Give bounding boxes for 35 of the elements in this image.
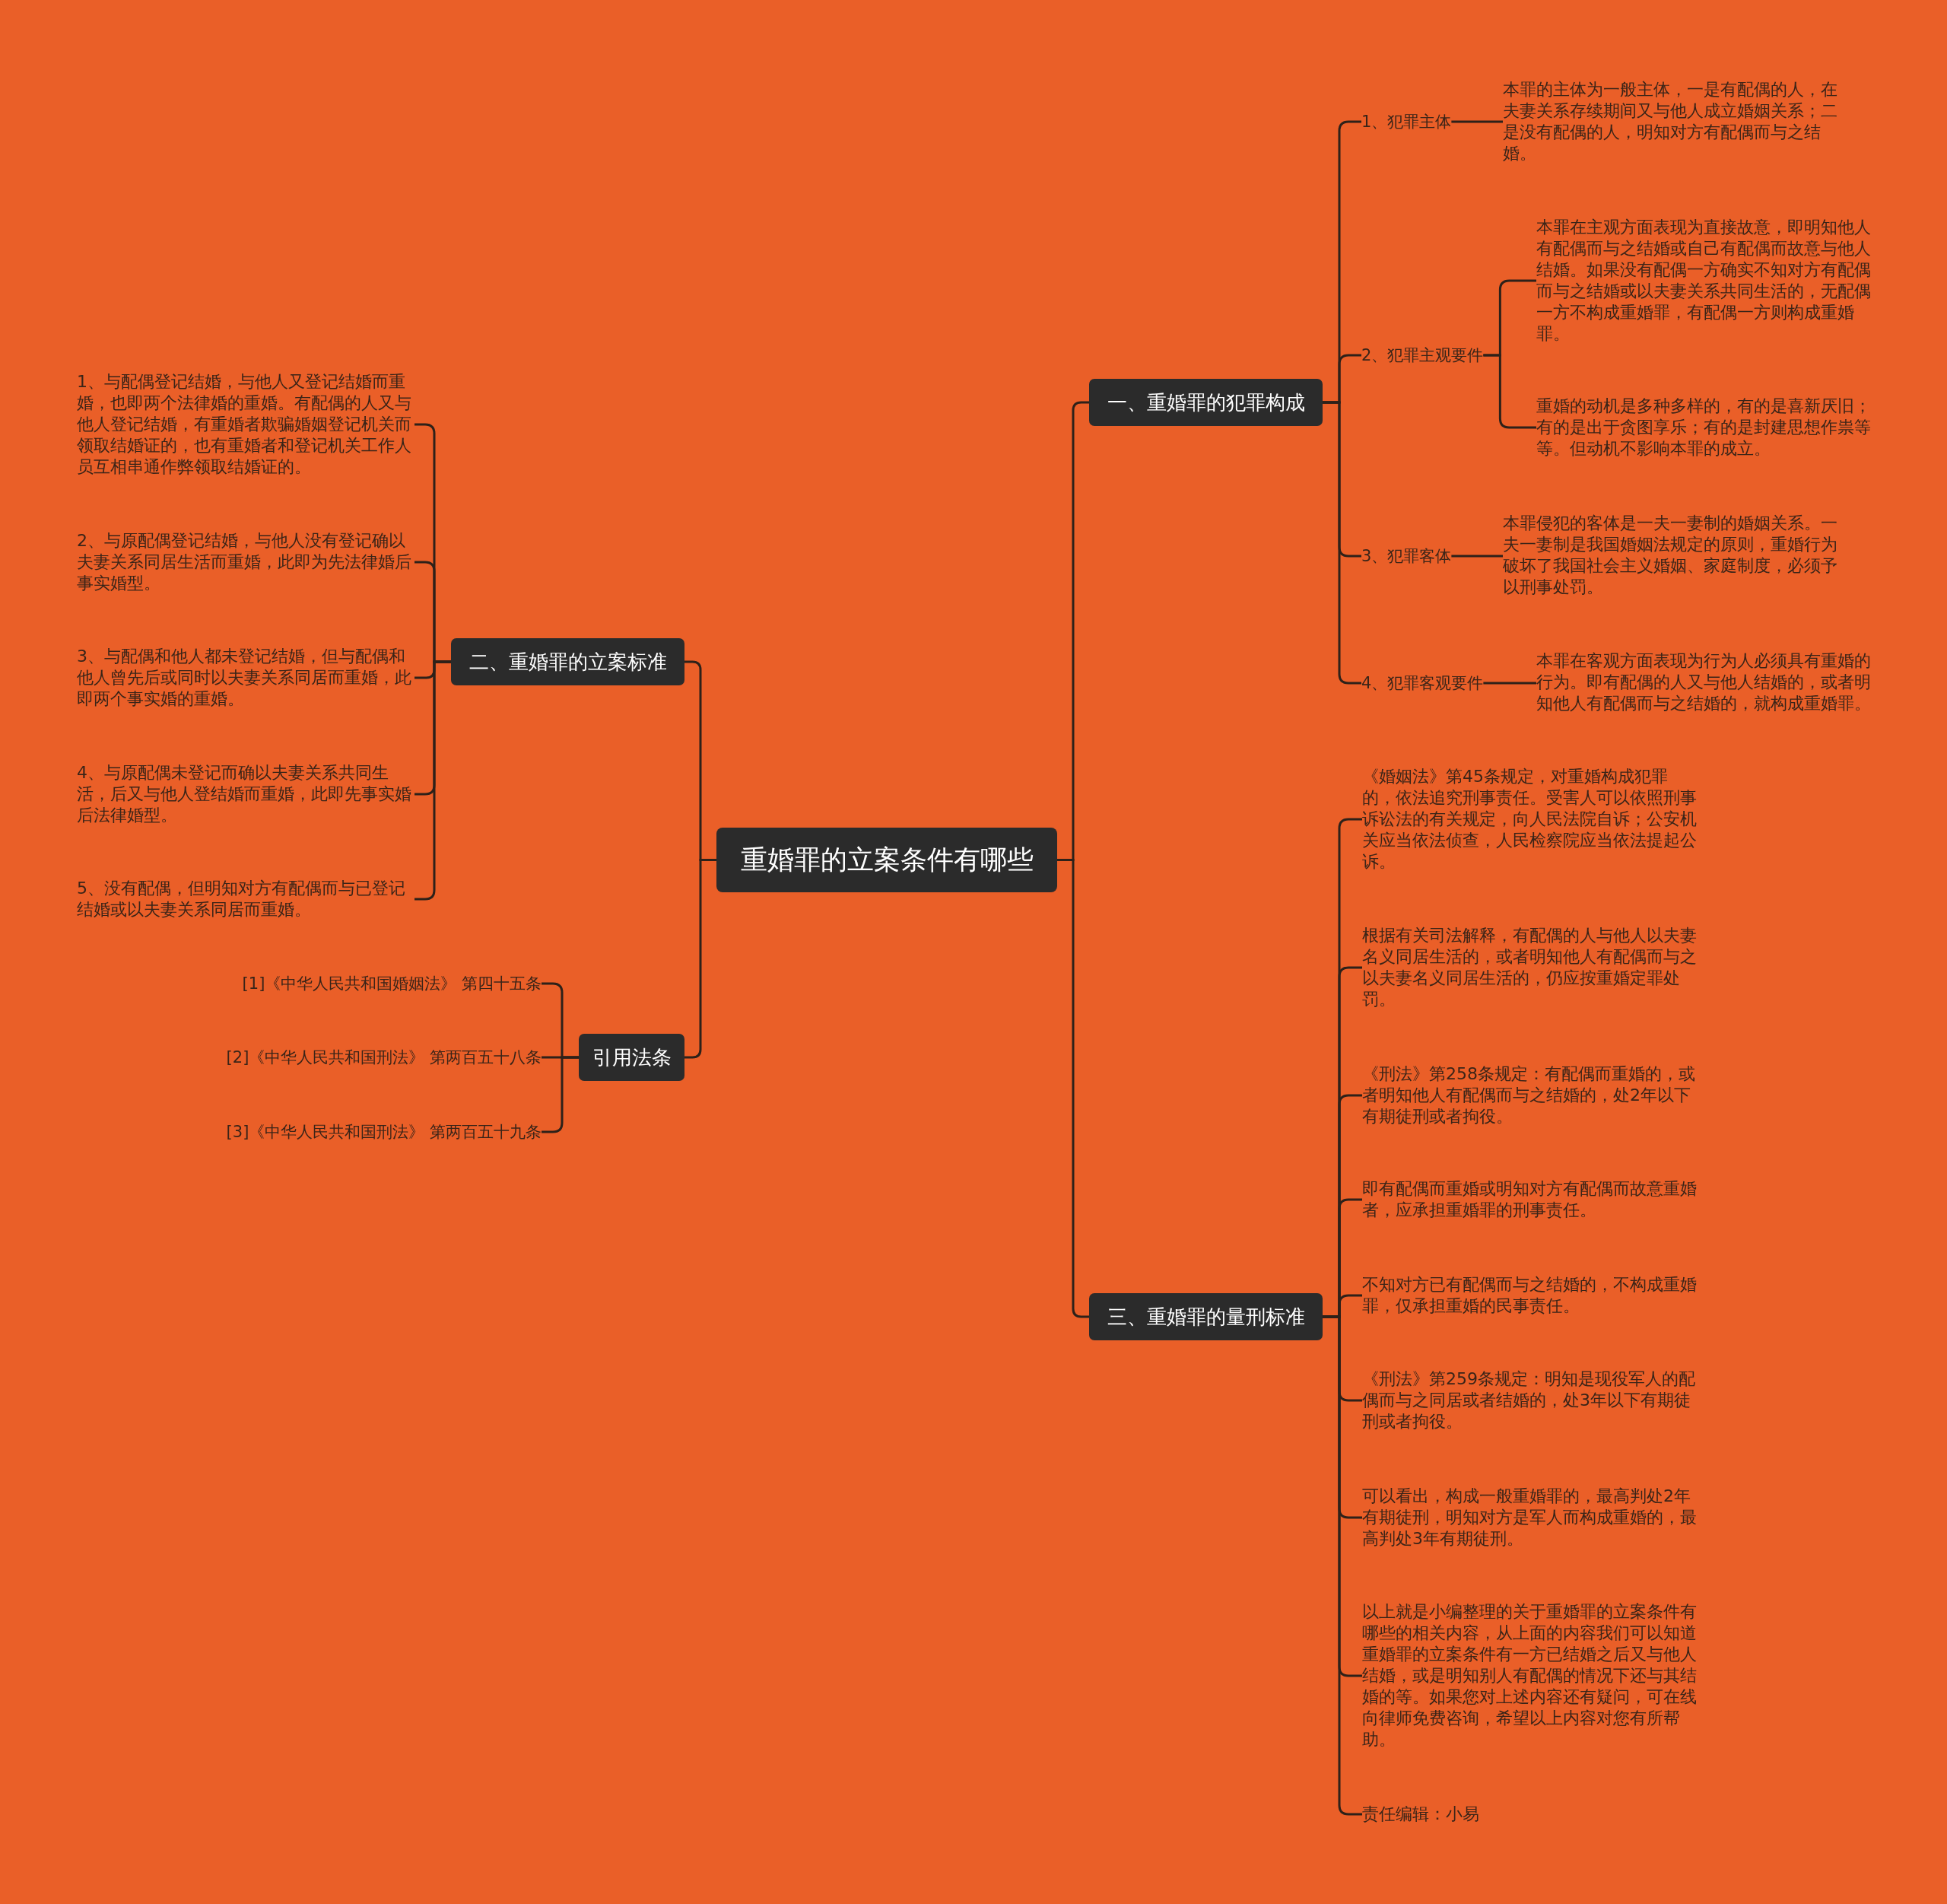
note-text: 即有配偶而重婚或明知对方有配偶而故意重婚者，应承担重婚罪的刑事责任。: [1362, 1178, 1700, 1221]
topic-label: 4、犯罪客观要件: [1361, 672, 1484, 694]
note-text: 4、与原配偶未登记而确以夫妻关系共同生活，后又与他人登结婚而重婚，此即先事实婚后法律婚型。: [77, 762, 414, 826]
note-text: 重婚的动机是多种多样的，有的是喜新厌旧；有的是出于贪图享乐；有的是封建思想作祟等等。但动机不影响本罪的成立。: [1536, 396, 1874, 459]
note-text: 责任编辑：小易: [1362, 1804, 1700, 1825]
note-text: 5、没有配偶，但明知对方有配偶而与已登记结婚或以夫妻关系同居而重婚。: [77, 878, 414, 920]
note-text: 不知对方已有配偶而与之结婚的，不构成重婚罪，仅承担重婚的民事责任。: [1362, 1274, 1700, 1317]
note-text: 3、与配偶和他人都未登记结婚，但与配偶和他人曾先后或同时以夫妻关系同居而重婚，此即两个事实婚的重婚。: [77, 646, 414, 710]
note-text: 根据有关司法解释，有配偶的人与他人以夫妻名义同居生活的，或者明知他人有配偶而与之以夫妻名义同居生活的，仍应按重婚定罪处罚。: [1362, 925, 1700, 1010]
topic-label: 3、犯罪客体: [1361, 545, 1452, 567]
citation-text: [3]《中华人民共和国刑法》 第两百五十九条: [226, 1121, 542, 1143]
note-text: 本罪的主体为一般主体，一是有配偶的人，在夫妻关系存续期间又与他人成立婚姻关系；二是没有配偶的人，明知对方有配偶而与之结婚。: [1503, 79, 1841, 164]
topic-box: 引用法条: [579, 1034, 684, 1081]
note-text: 《婚姻法》第45条规定，对重婚构成犯罪的，依法追究刑事责任。受害人可以依照刑事诉讼法的有关规定，向人民法院自诉；公安机关应当依法侦查，人民检察院应当依法提起公诉。: [1362, 766, 1700, 873]
citation-text: [2]《中华人民共和国刑法》 第两百五十八条: [226, 1047, 542, 1068]
note-text: 2、与原配偶登记结婚，与他人没有登记确以夫妻关系同居生活而重婚，此即为先法律婚后事实婚型。: [77, 530, 414, 594]
note-text: 1、与配偶登记结婚，与他人又登记结婚而重婚，也即两个法律婚的重婚。有配偶的人又与他人登记结婚，有重婚者欺骗婚姻登记机关而领取结婚证的，也有重婚者和登记机关工作人员互相串通作弊领取结婚证的。: [77, 371, 414, 478]
note-text: 本罪在主观方面表现为直接故意，即明知他人有配偶而与之结婚或自己有配偶而故意与他人结婚。如果没有配偶一方确实不知对方有配偶而与之结婚或以夫妻关系共同生活的，无配偶一方不构成重婚罪，有配偶一方则构成重婚罪。: [1536, 217, 1874, 345]
connector-line: [1483, 354, 1536, 429]
note-text: 本罪在客观方面表现为行为人必须具有重婚的行为。即有配偶的人又与他人结婚的，或者明知他人有配偶而与之结婚的，就构成重婚罪。: [1536, 650, 1874, 714]
connector-line: [1451, 120, 1503, 123]
note-text: 以上就是小编整理的关于重婚罪的立案条件有哪些的相关内容，从上面的内容我们可以知道重婚罪的立案条件有一方已结婚之后又与他人结婚，或是明知别人有配偶的情况下还与其结婚的等。如果您对上述内容还有疑问，可在线向律师免费咨询，希望以上内容对您有所帮助。: [1362, 1601, 1700, 1750]
note-text: 《刑法》第258条规定：有配偶而重婚的，或者明知他人有配偶而与之结婚的，处2年以下有期徒刑或者拘役。: [1362, 1063, 1700, 1127]
central-topic-box: 重婚罪的立案条件有哪些: [716, 828, 1057, 892]
note-text: 《刑法》第259条规定：明知是现役军人的配偶而与之同居或者结婚的，处3年以下有期徒刑或者拘役。: [1362, 1368, 1700, 1432]
note-text: 本罪侵犯的客体是一夫一妻制的婚姻关系。一夫一妻制是我国婚姻法规定的原则，重婚行为破坏了我国社会主义婚姻、家庭制度，必须予以刑事处罚。: [1503, 513, 1841, 598]
topic-box: 二、重婚罪的立案标准: [451, 638, 684, 685]
topic-label: 2、犯罪主观要件: [1361, 345, 1484, 366]
topic-box: 一、重婚罪的犯罪构成: [1089, 379, 1323, 426]
topic-label: 1、犯罪主体: [1361, 111, 1452, 132]
citation-text: [1]《中华人民共和国婚姻法》 第四十五条: [242, 973, 542, 994]
topic-box: 三、重婚罪的量刑标准: [1089, 1293, 1323, 1340]
note-text: 可以看出，构成一般重婚罪的，最高判处2年有期徒刑，明知对方是军人而构成重婚的，最高判处3年有期徒刑。: [1362, 1486, 1700, 1550]
connector-line: [1451, 555, 1503, 558]
connector-line: [1483, 682, 1536, 685]
